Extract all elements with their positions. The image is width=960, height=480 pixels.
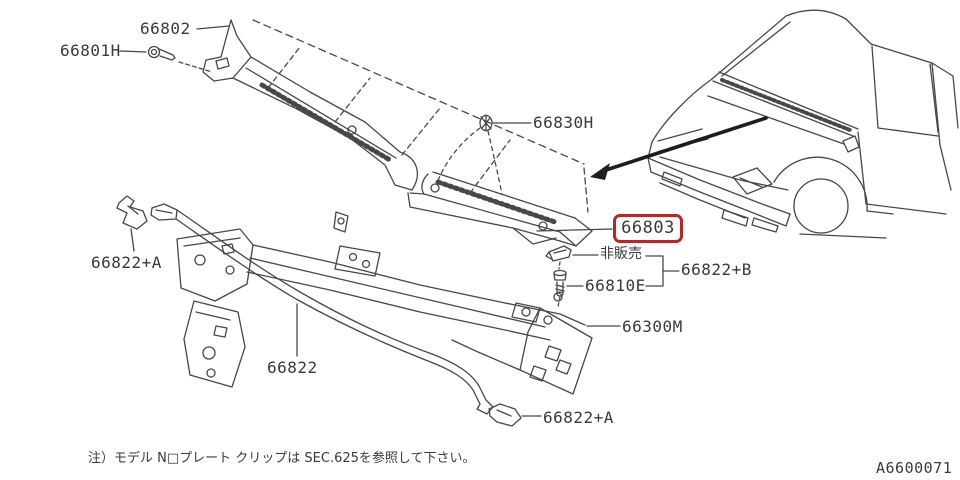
- clip-66830H-drawing: [436, 114, 503, 195]
- part-label-66822A-bottom[interactable]: 66822+A: [543, 408, 614, 427]
- grille-66803-drawing: [407, 171, 593, 247]
- projection-dashed-lines: [252, 19, 589, 213]
- part-label-66830H[interactable]: 66830H: [533, 113, 594, 132]
- part-label-66822[interactable]: 66822: [267, 358, 318, 377]
- label-not-for-sale: 非販売: [600, 246, 642, 262]
- part-label-66803: 66803: [621, 218, 675, 238]
- drawing-code: A6600071: [876, 459, 953, 477]
- clip-not-for-sale-drawing: [545, 245, 572, 262]
- part-label-66801H[interactable]: 66801H: [60, 41, 121, 60]
- screw-66810E-drawing: [553, 261, 567, 308]
- part-label-66822A-left[interactable]: 66822+A: [91, 253, 162, 272]
- footnote-text: 注）モデル N□プレート クリップは SEC.625を参照して下さい。: [88, 451, 476, 466]
- panel-66300M-drawing: [176, 211, 593, 395]
- screw-66801H-drawing: [147, 45, 213, 73]
- part-label-66300M[interactable]: 66300M: [622, 317, 683, 336]
- part-label-66802[interactable]: 66802: [140, 19, 191, 38]
- bracket-66822A-bottom-drawing: [488, 403, 522, 427]
- grille-66802-drawing: [202, 19, 418, 191]
- part-label-66803-highlighted[interactable]: 66803: [613, 214, 683, 243]
- car-illustration: [647, 9, 959, 239]
- part-label-66822B[interactable]: 66822+B: [681, 260, 752, 279]
- location-arrow-icon: [590, 116, 768, 180]
- seal-66822-drawing: [150, 203, 494, 415]
- part-label-66810E[interactable]: 66810E: [585, 276, 646, 295]
- leader-lines: [119, 25, 680, 417]
- bracket-66822A-left-drawing: [116, 195, 148, 230]
